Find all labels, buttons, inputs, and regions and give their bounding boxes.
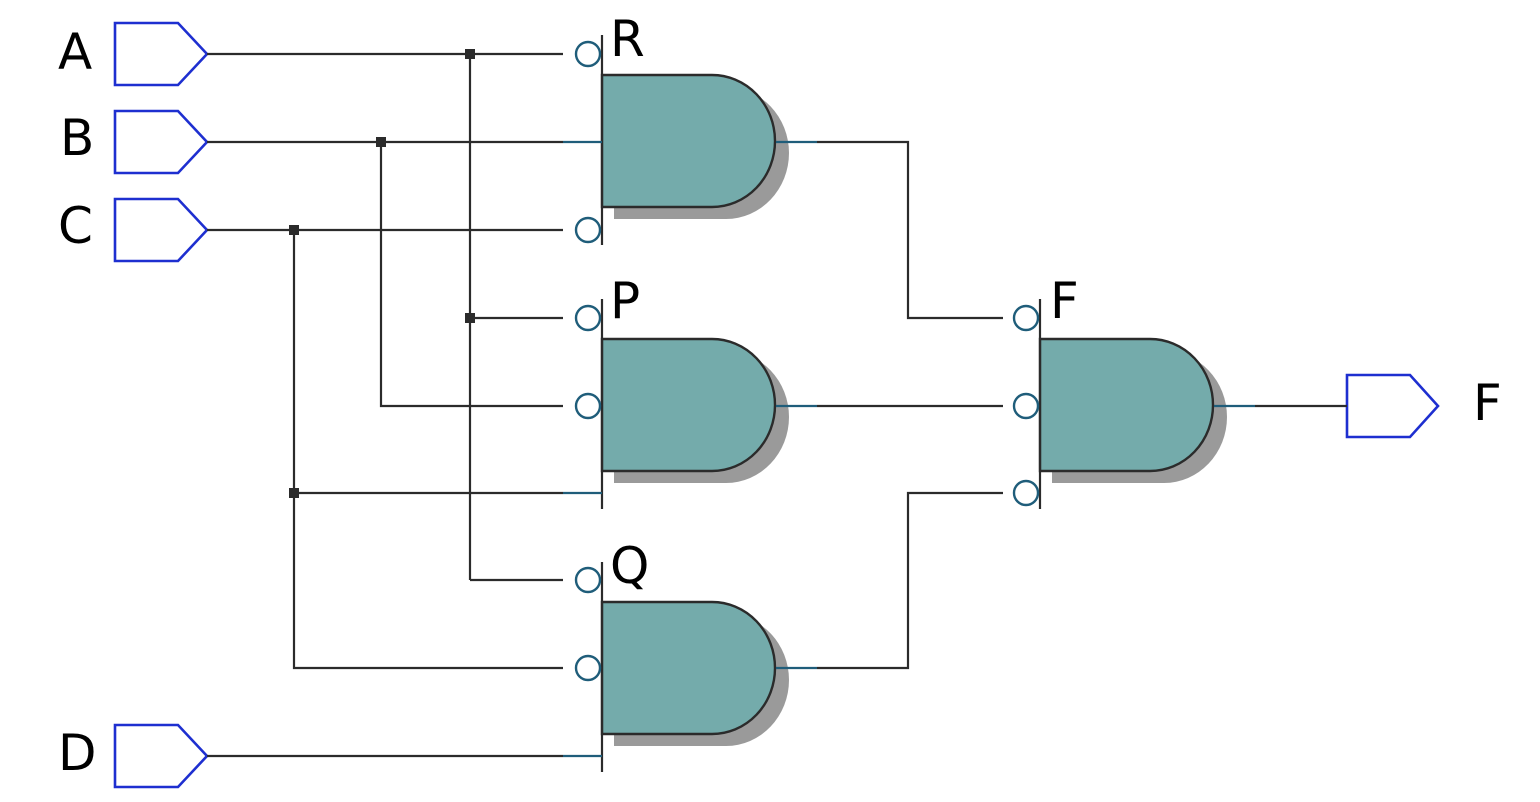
input-port-b: B — [60, 109, 209, 175]
wire-c-bus — [292, 230, 563, 670]
gate-f: F — [1012, 272, 1255, 509]
gate-q: Q — [563, 537, 817, 772]
input-port-d: D — [58, 723, 209, 789]
inverter-bubble — [574, 392, 602, 420]
gate-label-p: P — [610, 272, 640, 330]
wire-b-bus — [379, 142, 563, 408]
inverter-bubble — [574, 304, 602, 332]
output-port-f: F — [1345, 373, 1502, 439]
gate-label-q: Q — [610, 537, 649, 595]
junction-dot — [289, 488, 299, 498]
inverter-bubble — [574, 566, 602, 594]
inverter-bubble — [1012, 479, 1040, 507]
input-label-b: B — [60, 109, 94, 167]
input-port-a: A — [58, 21, 209, 87]
inverter-bubble — [574, 216, 602, 244]
inverter-bubble — [574, 40, 602, 68]
inverter-bubble — [1012, 304, 1040, 332]
wire-r-to-f — [817, 140, 1003, 320]
gate-label-r: R — [610, 10, 645, 68]
gate-label-f: F — [1050, 272, 1079, 330]
output-label-f: F — [1473, 374, 1502, 432]
wire-q-to-f — [817, 491, 1003, 670]
junction-dot — [465, 49, 475, 59]
inverter-bubble — [574, 654, 602, 682]
input-label-c: C — [58, 197, 93, 255]
junction-dot — [465, 313, 475, 323]
junction-dot — [289, 225, 299, 235]
junction-dot — [376, 137, 386, 147]
inverter-bubble — [1012, 392, 1040, 420]
gate-r: R — [563, 10, 817, 245]
gate-p: P — [563, 272, 817, 509]
junctions — [289, 49, 475, 498]
input-label-d: D — [58, 724, 97, 782]
input-port-c: C — [58, 197, 209, 263]
input-label-a: A — [58, 23, 92, 81]
